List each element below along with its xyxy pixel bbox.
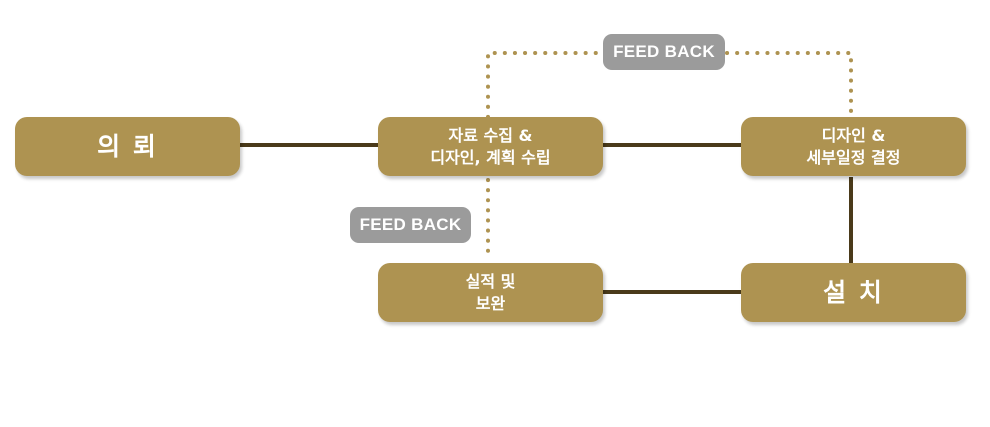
node-review-label: 실적 및 보완: [465, 271, 516, 313]
feedback-badge-left-label: FEED BACK: [359, 215, 462, 234]
node-design-schedule-label: 디자인 & 세부일정 결정: [806, 125, 901, 167]
node-request: 의 뢰: [15, 117, 240, 176]
feedback-loop-top: [486, 51, 853, 119]
feedback-badge-left: FEED BACK: [350, 207, 471, 243]
node-install: 설 치: [741, 263, 966, 322]
feedback-badge-top: FEED BACK: [603, 34, 725, 70]
node-install-label: 설 치: [823, 277, 884, 307]
feedback-badge-top-label: FEED BACK: [613, 42, 715, 61]
node-collect-plan: 자료 수집 & 디자인, 계획 수립: [378, 117, 603, 176]
node-collect-plan-label: 자료 수집 & 디자인, 계획 수립: [430, 125, 551, 167]
node-review: 실적 및 보완: [378, 263, 603, 322]
node-design-schedule: 디자인 & 세부일정 결정: [741, 117, 966, 176]
node-request-label: 의 뢰: [97, 131, 158, 161]
